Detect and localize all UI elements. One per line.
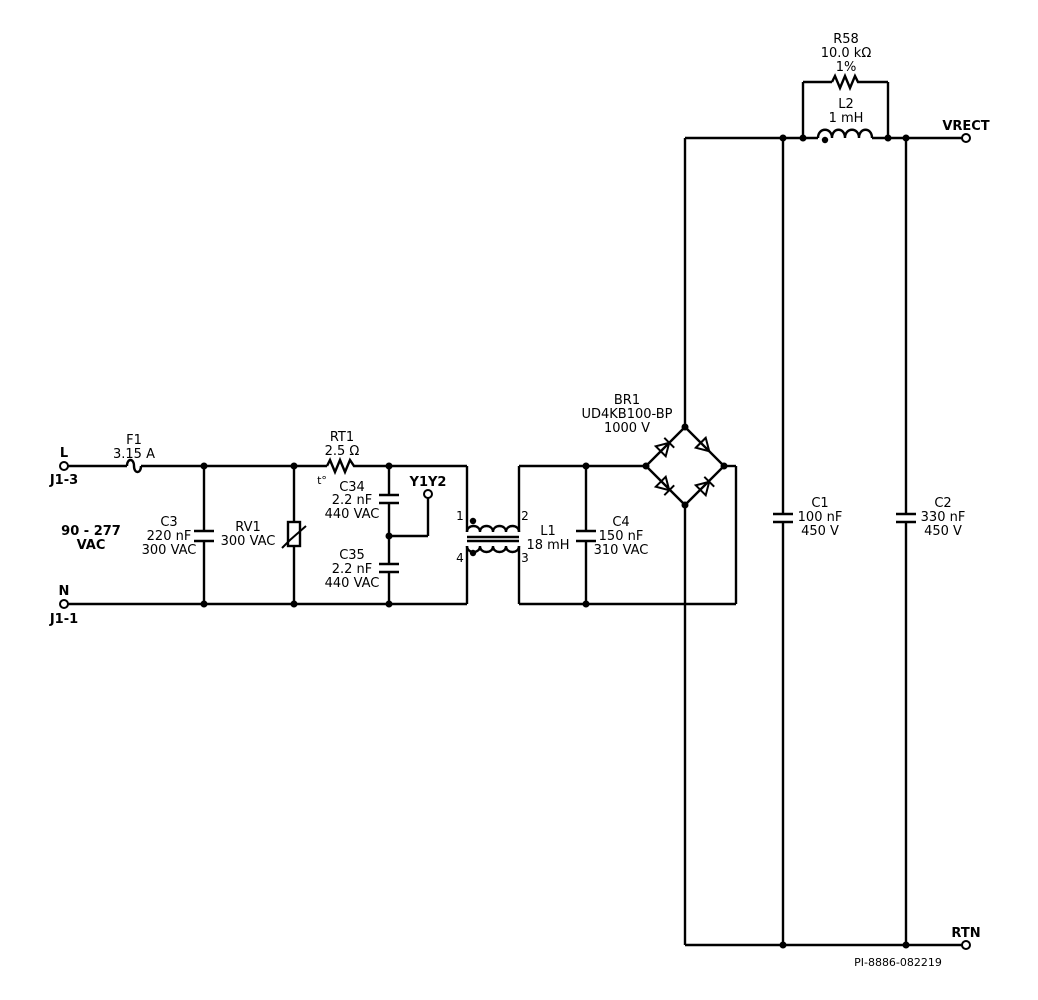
c2-value: 330 nF <box>921 510 966 525</box>
input-voltage-range: 90 - 277 <box>61 524 121 539</box>
br1-rating: 1000 V <box>604 421 650 436</box>
drawing-id: PI-8886-082219 <box>854 956 942 969</box>
terminal-n-connector: J1-1 <box>49 612 78 627</box>
l2-value: 1 mH <box>829 111 864 126</box>
terminal-l-label: L <box>60 446 68 461</box>
terminal-rtn <box>961 940 971 950</box>
rt1-value: 2.5 Ω <box>325 444 360 459</box>
br1-ref: BR1 <box>614 393 640 408</box>
capacitor-c4-symbol <box>576 529 596 543</box>
c35-value: 2.2 nF <box>332 562 373 577</box>
r58-ref: R58 <box>833 32 859 47</box>
c1-ref: C1 <box>811 496 828 511</box>
input-wires <box>68 464 469 606</box>
r58-value: 10.0 kΩ <box>821 46 872 61</box>
c34-value: 2.2 nF <box>332 493 373 508</box>
terminal-vrect <box>961 133 971 143</box>
inductor-l2-symbol <box>816 128 874 144</box>
c4-value: 150 nF <box>599 529 644 544</box>
c1-rating: 450 V <box>801 524 839 539</box>
capacitor-c35-symbol <box>379 562 399 574</box>
c3-value: 220 nF <box>147 529 192 544</box>
terminal-n-label: N <box>59 584 70 599</box>
terminal-y1y2-label: Y1Y2 <box>409 475 447 490</box>
capacitor-c2-symbol <box>896 512 916 524</box>
resistor-r58-symbol <box>830 72 860 92</box>
c2-rating: 450 V <box>924 524 962 539</box>
terminal-l <box>59 461 69 471</box>
l1-pin-3: 3 <box>521 551 529 565</box>
l1-ref: L1 <box>540 524 556 539</box>
l1-pin-1: 1 <box>456 509 464 523</box>
capacitor-c34-symbol <box>379 493 399 505</box>
l1-value: 18 mH <box>526 538 569 553</box>
fuse-f1-symbol <box>125 458 143 474</box>
r58-tolerance: 1% <box>836 60 857 75</box>
rv1-rating: 300 VAC <box>221 534 276 549</box>
dc-rail-wires <box>683 80 962 947</box>
c3-rating: 300 VAC <box>142 543 197 558</box>
c4-rating: 310 VAC <box>594 543 649 558</box>
terminal-y1y2 <box>423 489 433 499</box>
l2-ref: L2 <box>838 97 854 112</box>
c34-ref: C34 <box>339 480 365 495</box>
capacitor-c1-symbol <box>773 512 793 524</box>
c4-ref: C4 <box>612 515 629 530</box>
terminal-l-connector: J1-3 <box>49 473 78 488</box>
varistor-rv1-symbol <box>281 520 307 549</box>
c35-rating: 440 VAC <box>325 576 380 591</box>
c2-ref: C2 <box>934 496 951 511</box>
l1-pin-4: 4 <box>456 551 464 565</box>
f1-ref: F1 <box>126 433 142 448</box>
inductor-l1-symbol <box>465 517 521 557</box>
capacitor-c3-symbol <box>194 529 214 543</box>
rv1-ref: RV1 <box>235 520 261 535</box>
c1-value: 100 nF <box>798 510 843 525</box>
thermistor-rt1-symbol <box>325 456 357 476</box>
terminal-vrect-label: VRECT <box>942 119 989 134</box>
c3-ref: C3 <box>160 515 177 530</box>
junction-dots <box>200 134 910 949</box>
br1-part: UD4KB100-BP <box>581 407 672 422</box>
terminal-n <box>59 599 69 609</box>
f1-value: 3.15 A <box>113 447 155 462</box>
bridge-rectifier-br1-symbol <box>644 425 726 507</box>
input-voltage-unit: VAC <box>77 538 106 553</box>
rt1-ref: RT1 <box>330 430 354 445</box>
rt1-temperature-symbol: t° <box>317 474 327 487</box>
c34-rating: 440 VAC <box>325 507 380 522</box>
terminal-rtn-label: RTN <box>951 926 980 941</box>
l1-pin-2: 2 <box>521 509 529 523</box>
c35-ref: C35 <box>339 548 365 563</box>
